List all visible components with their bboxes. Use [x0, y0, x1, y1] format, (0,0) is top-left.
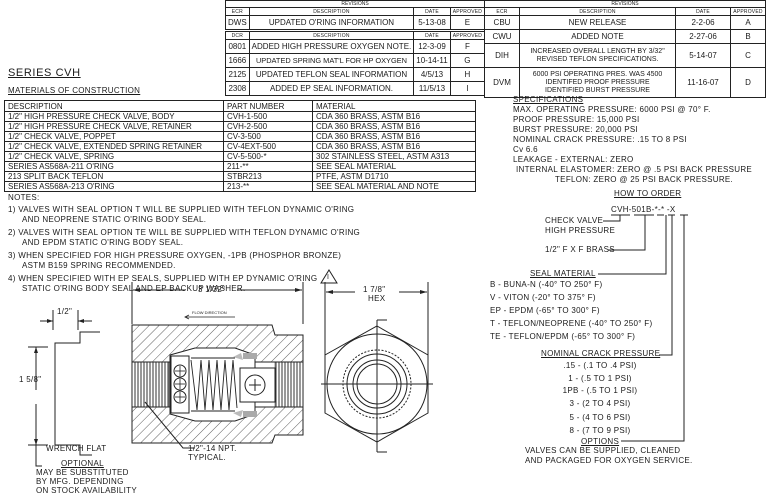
revision-row: DIH INCREASED OVERALL LENGTH BY 3/32" RE… — [484, 43, 766, 68]
optional-title: OPTIONAL — [61, 459, 104, 468]
options-line: AND PACKAGED FOR OXYGEN SERVICE. — [525, 456, 693, 465]
seal-option: B - BUNA-N (-40° TO 250° F) — [490, 280, 603, 289]
wrench-width-dim: 1/2" — [57, 307, 73, 316]
rev-description-line: INCREASED OVERALL LENGTH BY 3/32" — [530, 47, 665, 55]
note-line: 2) VALVES WITH SEAL OPTION TE WILL BE SU… — [8, 228, 361, 237]
rev-description: INCREASED OVERALL LENGTH BY 3/32" REVISE… — [519, 43, 676, 68]
spec-line: TEFLON: ZERO @ 25 PSI BACK PRESSURE. — [555, 175, 734, 184]
specifications: SPECIFICATIONS MAX. OPERATING PRESSURE: … — [513, 95, 752, 185]
series-title: SERIES CVH — [8, 67, 81, 79]
note-line: AND NEOPRENE STATIC O'RING BODY SEAL. — [22, 215, 207, 224]
note-item: 4) WHEN SPECIFIED WITH EP SEALS, SUPPLIE… — [8, 269, 360, 294]
options-line: VALVES CAN BE SUPPLIED, CLEANED — [525, 446, 681, 455]
thread-callout-line: 1/2"-14 NPT. — [188, 444, 237, 453]
revision-row: 0801 ADDED HIGH PRESSURE OXYGEN NOTE. 12… — [225, 39, 486, 54]
spec-line: PROOF PRESSURE: 15,000 PSI — [513, 115, 640, 124]
crack-option: 3 - (2 TO 4 PSI) — [569, 399, 631, 408]
rev-approved: D — [730, 67, 766, 98]
wrench-flat-label: WRENCH FLAT — [46, 444, 107, 453]
note-item: 3) WHEN SPECIFIED FOR HIGH PRESSURE OXYG… — [8, 251, 360, 271]
rev-description: 6000 PSI OPERATING PRES. WAS 4500 IDENTI… — [519, 67, 676, 98]
note-line: 1) VALVES WITH SEAL OPTION T WILL BE SUP… — [8, 205, 355, 214]
thread-callout: 1/2"-14 NPT. TYPICAL. — [188, 444, 237, 462]
note-line: 3) WHEN SPECIFIED FOR HIGH PRESSURE OXYG… — [8, 251, 342, 260]
check-valve-line: CHECK VALVE — [545, 216, 604, 225]
revision-row: 2308 ADDED EP SEAL INFORMATION. 11/5/13 … — [225, 81, 486, 96]
revision-row: 2125 UPDATED TEFLON SEAL INFORMATION 4/5… — [225, 67, 486, 82]
flow-direction-label: FLOW DIRECTION — [192, 310, 227, 315]
revision-row: DVM 6000 PSI OPERATING PRES. WAS 4500 ID… — [484, 67, 766, 98]
overall-length-dim: 3 1/32" — [198, 285, 226, 294]
materials-table: DESCRIPTION PART NUMBER MATERIAL 1/2" HI… — [4, 100, 476, 192]
crack-pressure-options: .15 - (.1 TO .4 PSI) 1 - (.5 TO 1 PSI) 1… — [545, 361, 655, 438]
seal-option: TE - TEFLON/EPDM (-65° TO 300° F) — [490, 332, 636, 341]
hex-end-view — [321, 282, 433, 453]
hex-label: HEX — [368, 294, 386, 303]
note-line: 4) WHEN SPECIFIED WITH EP SEALS, SUPPLIE… — [8, 274, 318, 283]
seal-option: EP - EPDM (-65° TO 300° F) — [490, 306, 600, 315]
revisions-table-right: REVISIONS ECR DESCRIPTION DATE APPROVED … — [484, 0, 766, 98]
optional-line: BY MFG. DEPENDING — [36, 477, 124, 486]
options-title: OPTIONS — [581, 437, 620, 446]
rev-date: 5-14-07 — [675, 43, 731, 68]
rev-description-line: 6000 PSI OPERATING PRES. WAS 4500 — [532, 70, 663, 78]
note-item: 1) VALVES WITH SEAL OPTION T WILL BE SUP… — [8, 205, 360, 225]
spec-line: BURST PRESSURE: 20,000 PSI — [513, 125, 639, 134]
valve-section-drawing — [131, 282, 304, 449]
cell-material: SEE SEAL MATERIAL AND NOTE — [312, 181, 476, 192]
rev-date: 4/5/13 — [413, 67, 451, 82]
note-item: 2) VALVES WITH SEAL OPTION TE WILL BE SU… — [8, 228, 360, 248]
check-valve-line: HIGH PRESSURE — [545, 226, 616, 235]
notes: NOTES: 1) VALVES WITH SEAL OPTION T WILL… — [8, 193, 360, 294]
thread-callout-line: TYPICAL. — [188, 453, 226, 462]
revision-flag: I — [327, 274, 330, 281]
materials-title: MATERIALS OF CONSTRUCTION — [8, 86, 141, 95]
spec-line: INTERNAL ELASTOMER: ZERO @ .5 PSI BACK P… — [516, 165, 753, 174]
spec-line: Cv 6.6 — [513, 145, 538, 154]
fxf-brass-label: 1/2" F X F BRASS — [545, 245, 615, 254]
optional-line: ON STOCK AVAILABILITY — [36, 486, 137, 495]
note-line: AND EPDM STATIC O'RING BODY SEAL. — [22, 238, 184, 247]
how-to-order-title: HOW TO ORDER — [614, 189, 682, 198]
options-text: VALVES CAN BE SUPPLIED, CLEANED AND PACK… — [525, 446, 693, 466]
rev-approved: C — [730, 43, 766, 68]
hex-size-dim: 1 7/8" — [363, 285, 386, 294]
note-line: ASTM B159 SPRING RECOMMENDED. — [22, 261, 176, 270]
revision-row: DWS UPDATED O'RING INFORMATION 5-13-08 E — [225, 15, 486, 31]
crack-option: .15 - (.1 TO .4 PSI) — [563, 361, 637, 370]
revisions-table-left: REVISIONS ECR DESCRIPTION DATE APPROVED … — [224, 0, 486, 96]
revision-triangle-icon: I — [320, 269, 338, 284]
seal-material-options: B - BUNA-N (-40° TO 250° F) V - VITON (-… — [490, 280, 652, 346]
wrench-height-dim: 1 5/8" — [19, 375, 42, 384]
rev-date: 11/5/13 — [413, 81, 451, 96]
crack-option: 8 - (7 TO 9 PSI) — [569, 426, 631, 435]
seal-material-title: SEAL MATERIAL — [530, 269, 596, 278]
rev-ecr: DVM — [484, 67, 520, 98]
note-line: STATIC O'RING BODY SEAL AND EP BACKUP WA… — [22, 284, 246, 293]
notes-title: NOTES: — [8, 193, 40, 202]
crack-option: 1PB - (.5 TO 1 PSI) — [562, 386, 638, 395]
order-code: CVH-501B-*-* -X — [611, 205, 676, 214]
seal-option: T - TEFLON/NEOPRENE (-40° TO 250° F) — [490, 319, 653, 328]
spec-line: MAX. OPERATING PRESSURE: 6000 PSI @ 70° … — [513, 105, 711, 114]
rev-description-line: IDENTIFED PROOF PRESSURE — [545, 78, 650, 86]
check-valve-label: CHECK VALVE HIGH PRESSURE — [545, 216, 615, 236]
rev-description-line: IDENTIFIED BURST PRESSURE — [545, 86, 650, 94]
revision-row: 1666 UPDATED SPRING MAT'L FOR HP OXYGEN … — [225, 53, 486, 68]
wrench-flat-drawing — [28, 310, 100, 467]
seal-option: V - VITON (-20° TO 375° F) — [490, 293, 596, 302]
optional-text: MAY BE SUBSTITUTED BY MFG. DEPENDING ON … — [36, 468, 137, 495]
spec-line: LEAKAGE - EXTERNAL: ZERO — [513, 155, 634, 164]
optional-line: MAY BE SUBSTITUTED — [36, 468, 129, 477]
rev-description-line: REVISED TEFLON SPECIFICATIONS. — [536, 55, 659, 63]
crack-option: 1 - (.5 TO 1 PSI) — [568, 374, 632, 383]
rev-date: 11-16-07 — [675, 67, 731, 98]
specifications-title: SPECIFICATIONS — [513, 95, 584, 104]
crack-option: 5 - (4 TO 6 PSI) — [569, 413, 631, 422]
rev-approved: I — [449, 81, 486, 96]
crack-pressure-title: NOMINAL CRACK PRESSURE — [541, 349, 661, 358]
spec-line: NOMINAL CRACK PRESSURE: .15 TO 8 PSI — [513, 135, 687, 144]
